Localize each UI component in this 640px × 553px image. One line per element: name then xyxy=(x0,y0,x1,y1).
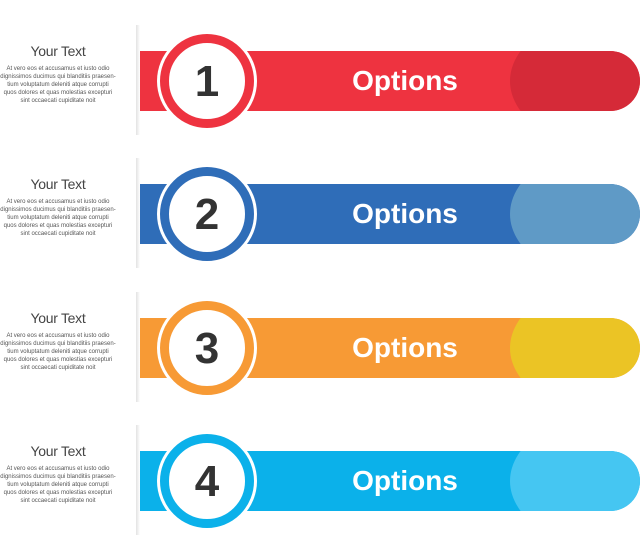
option-label-3: Options xyxy=(352,332,458,363)
bar-shade-4 xyxy=(510,451,640,511)
side-text-2: Your Text At vero eos et accusamus et iu… xyxy=(0,176,116,238)
number-circle-1: 1 xyxy=(160,34,254,128)
side-text-3: Your Text At vero eos et accusamus et iu… xyxy=(0,310,116,372)
divider-3 xyxy=(136,292,140,402)
number-4: 4 xyxy=(194,457,220,506)
number-circle-2: 2 xyxy=(160,167,254,261)
side-text-4: Your Text At vero eos et accusamus et iu… xyxy=(0,443,116,505)
bar-shade-3 xyxy=(510,318,640,378)
option-row-2: Your Text At vero eos et accusamus et iu… xyxy=(0,158,640,268)
option-label-1: Options xyxy=(352,65,458,96)
number-circle-4: 4 xyxy=(160,434,254,528)
number-2: 2 xyxy=(194,190,220,239)
number-3: 3 xyxy=(194,324,220,373)
side-title-4: Your Text xyxy=(30,443,86,459)
divider-2 xyxy=(136,158,140,268)
side-body-1: At vero eos et accusamus et iusto odio d… xyxy=(0,66,116,104)
number-1: 1 xyxy=(194,57,220,106)
side-text-1: Your Text At vero eos et accusamus et iu… xyxy=(0,43,116,105)
side-body-3: At vero eos et accusamus et iusto odio d… xyxy=(0,333,116,371)
option-label-4: Options xyxy=(352,465,458,496)
side-body-2: At vero eos et accusamus et iusto odio d… xyxy=(0,199,116,237)
side-title-3: Your Text xyxy=(30,310,86,326)
option-row-3: Your Text At vero eos et accusamus et iu… xyxy=(0,292,640,402)
divider-1 xyxy=(136,25,140,135)
option-row-4: Your Text At vero eos et accusamus et iu… xyxy=(0,425,640,535)
side-title-1: Your Text xyxy=(30,43,86,59)
option-label-2: Options xyxy=(352,198,458,229)
bar-shade-2 xyxy=(510,184,640,244)
bar-shade-1 xyxy=(510,51,640,111)
option-bar-3: Options xyxy=(140,318,640,378)
side-title-2: Your Text xyxy=(30,176,86,192)
option-row-1: Your Text At vero eos et accusamus et iu… xyxy=(0,25,640,135)
number-circle-3: 3 xyxy=(160,301,254,395)
side-body-4: At vero eos et accusamus et iusto odio d… xyxy=(0,466,116,504)
divider-4 xyxy=(136,425,140,535)
